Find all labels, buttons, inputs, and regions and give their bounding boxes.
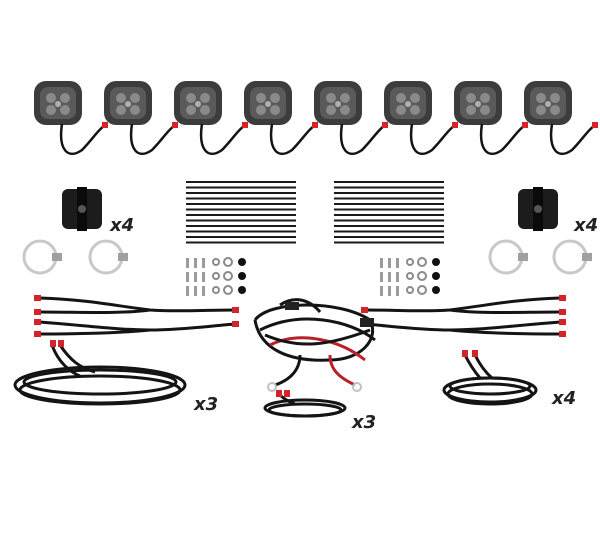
qty-extension-right: x4 — [552, 388, 577, 409]
hose-clamp — [88, 239, 130, 275]
qty-brackets-left: x4 — [110, 215, 135, 236]
extension-cable-coil-left — [13, 344, 187, 406]
extension-left-connectors — [50, 340, 64, 347]
hardware-kit-left — [185, 257, 247, 297]
light-pod — [244, 81, 318, 156]
hose-clamp — [22, 239, 64, 275]
hardware-kit-right — [379, 257, 441, 297]
harness-terminals — [267, 302, 374, 392]
light-pod — [174, 81, 248, 156]
qty-short-cables: x3 — [352, 412, 377, 433]
splitter-cables-left — [39, 296, 236, 336]
light-pod — [314, 81, 388, 156]
splitter-cables-right — [364, 296, 561, 336]
qty-brackets-right: x4 — [574, 215, 599, 236]
extension-cable-coil-right — [442, 354, 538, 406]
light-pod — [34, 81, 108, 156]
short-cable-connectors — [276, 390, 290, 397]
light-pod — [524, 81, 598, 156]
light-pod — [104, 81, 178, 156]
short-cable-coil — [263, 393, 347, 418]
splitter-left-connectors — [34, 295, 239, 337]
light-pod — [454, 81, 528, 156]
qty-extension-left: x3 — [194, 394, 219, 415]
hose-clamp — [488, 239, 530, 275]
light-pod — [384, 81, 458, 156]
zip-ties-right — [334, 181, 444, 244]
zip-ties-left — [186, 181, 296, 244]
mount-bracket-right — [518, 187, 558, 231]
wiring-harness — [253, 298, 376, 387]
light-pods-row — [34, 81, 598, 156]
extension-right-connectors — [462, 350, 478, 357]
hose-clamp — [552, 239, 594, 275]
mount-bracket-left — [62, 187, 102, 231]
